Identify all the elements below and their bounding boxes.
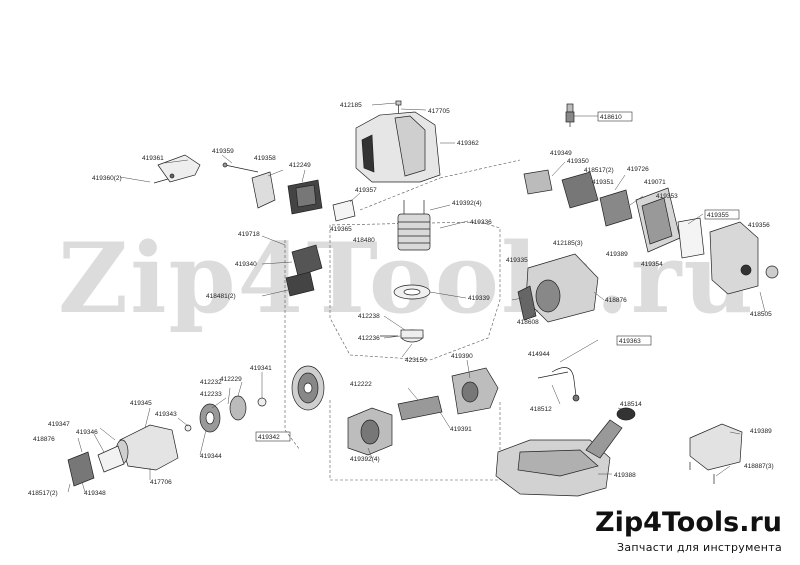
label-414944: 414944 [528, 351, 550, 358]
label-418514: 418514 [620, 401, 642, 408]
ignition-coil-part [285, 244, 323, 297]
carburetor-part [523, 169, 633, 227]
label-418480: 418480 [353, 237, 375, 244]
label-419392-4-bottom: 419392(4) [350, 456, 380, 463]
cylinder-part [397, 200, 431, 251]
label-418481-2: 418481(2) [206, 293, 236, 300]
air-filter-part [287, 179, 323, 215]
crankcase-part [347, 367, 499, 456]
clutch-housing-part [67, 424, 179, 487]
label-419360-2: 419360(2) [92, 175, 122, 182]
screw-part-top [395, 100, 402, 113]
starter-housing-part [517, 253, 599, 323]
label-419344: 419344 [200, 453, 222, 460]
label-419336: 419336 [470, 219, 492, 226]
label-419347: 419347 [48, 421, 70, 428]
label-419346: 419346 [76, 429, 98, 436]
label-419348: 419348 [84, 490, 106, 497]
plate-part-419358 [251, 171, 276, 209]
bracket-part-right [689, 423, 743, 484]
label-419345: 419345 [130, 400, 152, 407]
label-417705: 417705 [428, 108, 450, 115]
label-419362: 419362 [457, 140, 479, 147]
label-419341: 419341 [250, 365, 272, 372]
fuel-cap-part [616, 407, 636, 421]
label-419726: 419726 [627, 166, 649, 173]
label-418512: 418512 [530, 406, 552, 413]
base-gasket-part [393, 284, 431, 300]
label-419353: 419353 [656, 193, 678, 200]
label-419356: 419356 [748, 222, 770, 229]
label-419339: 419339 [468, 295, 490, 302]
gasket-part-419357 [332, 199, 356, 222]
label-419359: 419359 [212, 148, 234, 155]
clutch-part [184, 395, 267, 433]
brand-tagline: Запчасти для инструмента [617, 541, 782, 554]
label-412233: 412233 [200, 391, 222, 398]
label-412229: 412229 [220, 376, 242, 383]
brand-name: Zip4Tools.ru [595, 507, 782, 538]
leader-lines [67, 102, 766, 493]
label-419365: 419365 [330, 226, 352, 233]
fuel-line-part [537, 367, 580, 402]
fuel-tank-part [495, 419, 623, 497]
label-417706: 417706 [150, 479, 172, 486]
label-419357: 419357 [355, 187, 377, 194]
label-419343: 419343 [155, 411, 177, 418]
label-419363: 419363 [619, 338, 641, 345]
label-419355: 419355 [707, 212, 729, 219]
label-419391: 419391 [450, 426, 472, 433]
label-412238: 412238 [358, 313, 380, 320]
spark-plug-part [565, 103, 575, 127]
label-423150: 423150 [405, 357, 427, 364]
label-419335: 419335 [506, 257, 528, 264]
engine-cover-part [355, 111, 441, 183]
label-418610: 418610 [600, 114, 622, 121]
label-419358: 419358 [254, 155, 276, 162]
label-419392-4-top: 419392(4) [452, 200, 482, 207]
filter-cover-part [709, 221, 779, 295]
label-419388: 419388 [614, 472, 636, 479]
label-412185-3: 412185(3) [553, 240, 583, 247]
label-418505: 418505 [750, 311, 772, 318]
label-419349: 419349 [550, 150, 572, 157]
label-419389-bottom: 419389 [750, 428, 772, 435]
bracket-part-left [153, 154, 201, 184]
bolt-part-419359 [222, 162, 259, 173]
part-number-labels: 412185 417705 418610 419361 419360(2) 41… [28, 102, 774, 497]
label-419354: 419354 [641, 261, 663, 268]
label-412185: 412185 [340, 102, 362, 109]
label-419342: 419342 [258, 434, 280, 441]
label-412232: 412232 [200, 379, 222, 386]
boxed-label-frames [255, 111, 740, 442]
label-418517-2-top: 418517(2) [584, 167, 614, 174]
flywheel-part [291, 365, 325, 411]
label-418608: 418608 [517, 319, 539, 326]
label-419718: 419718 [238, 231, 260, 238]
label-418876-bottom: 418876 [33, 436, 55, 443]
piston-part [380, 329, 424, 343]
brand-block: Zip4Tools.ru Запчасти для инструмента [595, 507, 782, 555]
label-418517-2-bottom: 418517(2) [28, 490, 58, 497]
label-419340: 419340 [235, 261, 257, 268]
label-412236: 412236 [358, 335, 380, 342]
label-419361: 419361 [142, 155, 164, 162]
label-412249: 412249 [289, 162, 311, 169]
label-419390: 419390 [451, 353, 473, 360]
label-412222: 412222 [350, 381, 372, 388]
label-419071: 419071 [644, 179, 666, 186]
label-419350: 419350 [567, 158, 589, 165]
assembly-outlines [284, 159, 521, 481]
filter-box-part [635, 187, 705, 259]
label-419351: 419351 [592, 179, 614, 186]
label-419389-top: 419389 [606, 251, 628, 258]
label-418887-3: 418887(3) [744, 463, 774, 470]
label-418876-top: 418876 [605, 297, 627, 304]
